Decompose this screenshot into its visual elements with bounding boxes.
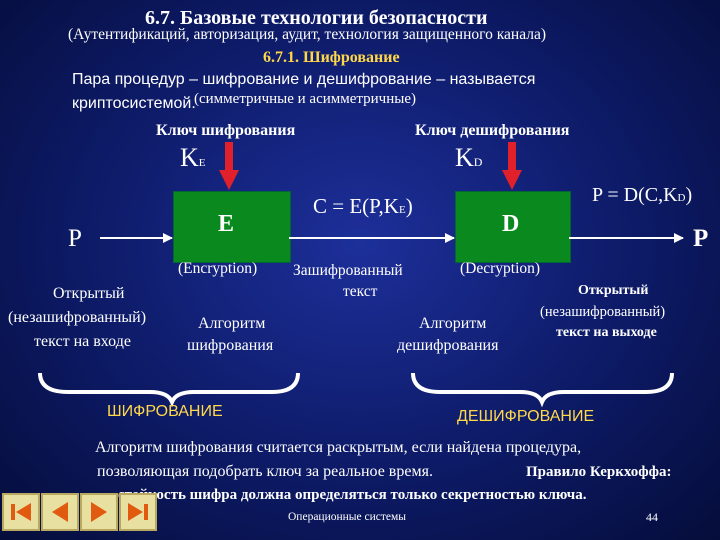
formula-ciphertext-end: ) — [405, 194, 413, 218]
key-ke-sub: E — [198, 157, 206, 169]
formula-ciphertext-sub: E — [398, 204, 406, 216]
slide-subtitle: (Аутентификаций, авторизация, аудит, тех… — [68, 26, 546, 43]
formula-plaintext: P = D(C,KD) — [592, 185, 692, 205]
intro-line-2: криптосистемой. — [72, 95, 196, 112]
bottom-line-1: Алгоритм шифрования считается раскрытым,… — [95, 439, 582, 456]
bottom-line-3: стойкость шифра должна определяться толь… — [118, 487, 587, 503]
bottom-line-2b: Правило Керкхоффа: — [526, 464, 672, 480]
encryption-box-label: E — [218, 211, 235, 237]
decryption-box — [455, 191, 571, 263]
formula-ciphertext: C = E(P,KE) — [313, 196, 413, 217]
next-slide-icon — [91, 502, 107, 522]
decryption-en-label: (Decryption) — [460, 260, 541, 277]
alg-enc-label-1: Алгоритм — [198, 315, 266, 332]
brace-decryption-label: ДЕШИФРОВАНИЕ — [457, 408, 595, 425]
brace-encryption — [38, 372, 300, 408]
section-title: 6.7.1. Шифрование — [263, 49, 400, 66]
red-arrow-kd-shaft — [508, 142, 516, 170]
plain-out-label-3: текст на выходе — [556, 325, 657, 340]
plain-in-label-3: текст на входе — [34, 333, 131, 350]
key-ke-main: K — [180, 143, 199, 172]
decryption-box-label: D — [502, 211, 520, 237]
bottom-line-2a: позволяющая подобрать ключ за реальное в… — [97, 463, 433, 480]
footer-text: Операционные системы — [288, 511, 406, 523]
alg-enc-label-2: шифрования — [187, 337, 274, 354]
ciphertext-label-2: текст — [343, 283, 378, 300]
formula-plaintext-sub: D — [677, 192, 686, 204]
last-slide-icon — [128, 503, 148, 521]
red-arrow-ke-shaft — [225, 142, 233, 170]
plain-out-label-2: (незашифрованный) — [540, 304, 666, 320]
brace-encryption-label: ШИФРОВАНИЕ — [107, 403, 223, 420]
nav-last-button[interactable] — [119, 493, 157, 531]
first-slide-icon — [11, 503, 31, 521]
key-kd-main: K — [455, 143, 474, 172]
nav-next-button[interactable] — [80, 493, 118, 531]
intro-line-2-note: (симметричные и асимметричные) — [194, 91, 416, 107]
previous-slide-icon — [52, 502, 68, 522]
plaintext-in-label: P — [68, 225, 82, 252]
key-decryption-label: Ключ дешифрования — [415, 122, 570, 139]
key-kd-sub: D — [473, 155, 483, 169]
alg-dec-label-2: дешифрования — [397, 337, 499, 354]
encryption-en-label: (Encryption) — [178, 260, 258, 277]
nav-prev-button[interactable] — [41, 493, 79, 531]
alg-dec-label-1: Алгоритм — [419, 315, 487, 332]
slide-title: 6.7. Базовые технологии безопасности — [145, 7, 488, 29]
page-number: 44 — [646, 510, 658, 524]
key-ke: KE — [180, 145, 206, 171]
key-kd: KD — [455, 145, 482, 171]
intro-line-1: Пара процедур – шифрование и дешифровани… — [72, 71, 536, 88]
encryption-box — [173, 191, 291, 263]
red-arrow-ke-head — [219, 170, 239, 190]
red-arrow-kd-head — [502, 170, 522, 190]
ciphertext-label-1: Зашифрованный — [293, 262, 403, 279]
plain-out-label-1: Открытый — [578, 283, 649, 298]
formula-plaintext-main: P = D(C,K — [592, 184, 678, 206]
plaintext-out-label: P — [693, 225, 709, 252]
plain-in-label-2: (незашифрованный) — [8, 309, 147, 326]
formula-plaintext-end: ) — [685, 184, 693, 206]
formula-ciphertext-main: C = E(P,K — [313, 194, 399, 218]
nav-first-button[interactable] — [2, 493, 40, 531]
key-encryption-label: Ключ шифрования — [156, 122, 296, 139]
brace-decryption — [411, 372, 674, 408]
plain-in-label-1: Открытый — [53, 285, 125, 302]
